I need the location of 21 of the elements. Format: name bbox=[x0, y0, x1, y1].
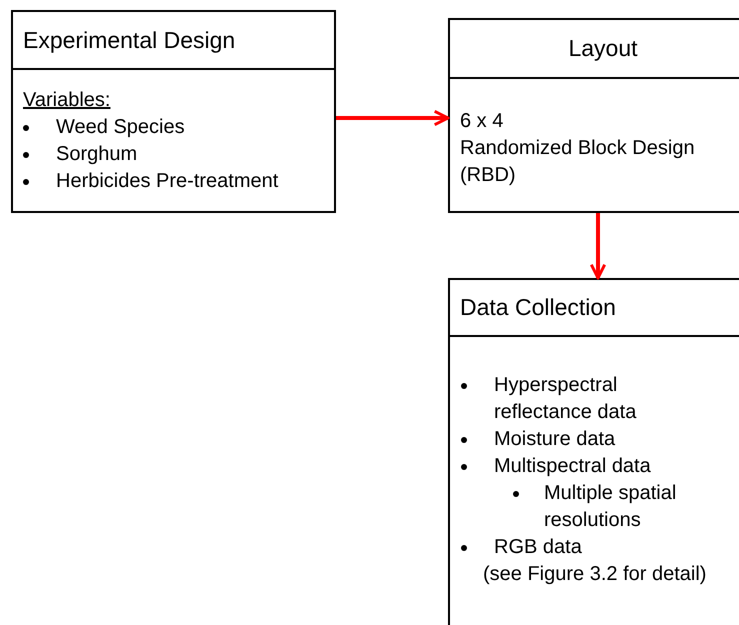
process-box bbox=[448, 18, 739, 213]
list-item: Multispectral data bbox=[494, 454, 651, 479]
list-item: Hyperspectral reflectance data bbox=[494, 373, 638, 425]
box-heading: Experimental Design bbox=[23, 26, 236, 54]
box-heading: Layout bbox=[568, 35, 638, 62]
arrow bbox=[590, 213, 606, 280]
list-item: (RBD) bbox=[460, 163, 516, 188]
list-item: (see Figure 3.2 for detail) bbox=[483, 562, 706, 587]
list-item: Weed Species bbox=[56, 115, 185, 140]
list-item: Multiple spatial resolutions bbox=[544, 481, 678, 533]
list-item: Sorghum bbox=[56, 142, 138, 167]
process-box bbox=[448, 278, 739, 625]
list-item: Herbicides Pre-treatment bbox=[56, 169, 278, 194]
arrow bbox=[336, 110, 450, 126]
box-heading: Data Collection bbox=[460, 294, 616, 321]
list-item: Moisture data bbox=[494, 427, 616, 452]
list-item: 6 x 4 bbox=[460, 109, 504, 134]
list-item: Randomized Block Design bbox=[460, 136, 695, 161]
list-item: RGB data bbox=[494, 535, 582, 560]
section-label: Variables: bbox=[23, 88, 110, 113]
process-box bbox=[11, 10, 336, 213]
